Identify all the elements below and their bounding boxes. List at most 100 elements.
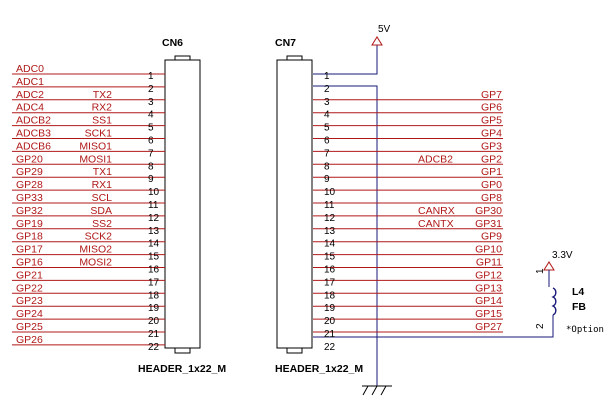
cn7-net-label: GP27 bbox=[475, 321, 502, 333]
cn6-pin-row: GP18 SCK2 14 bbox=[12, 231, 165, 250]
cn7-net-label: GP15 bbox=[475, 308, 502, 320]
cn7-pin-number: 12 bbox=[324, 213, 336, 224]
cn7-connector: CN7 HEADER_1x22_M bbox=[275, 37, 363, 375]
cn7-pin-number: 5 bbox=[324, 123, 330, 134]
cn6-pin-number: 2 bbox=[148, 84, 154, 95]
cn6-net-label: GP18 bbox=[16, 231, 43, 243]
cn7-ref: CN7 bbox=[275, 37, 296, 49]
cn7-top-tab bbox=[286, 55, 303, 61]
cn6-connector: CN6 HEADER_1x22_M bbox=[138, 37, 226, 375]
cn7-pin-row: 2 bbox=[324, 84, 330, 95]
cn7-pin-row: 1 bbox=[324, 71, 330, 82]
cn7-net-label: GP14 bbox=[475, 295, 502, 307]
cn6-net-label: ADC1 bbox=[16, 76, 44, 88]
cn6-pin-number: 10 bbox=[148, 187, 160, 198]
fb-ref: L4 bbox=[572, 286, 584, 298]
cn6-pin-number: 11 bbox=[148, 200, 159, 211]
cn6-net-label: ADCB2 bbox=[16, 115, 51, 127]
cn6-func-label: MISO2 bbox=[79, 244, 112, 256]
cn6-func-label: SCK2 bbox=[85, 231, 113, 243]
cn6-pin-number: 15 bbox=[148, 252, 160, 263]
cn6-pin-number: 9 bbox=[148, 174, 154, 185]
cn6-pin-row: ADC1 2 bbox=[12, 76, 165, 95]
ground bbox=[313, 85, 392, 396]
cn6-pin-number: 1 bbox=[148, 71, 154, 82]
cn7-net-label: GP6 bbox=[481, 102, 502, 114]
cn6-net-label: ADCB3 bbox=[16, 128, 51, 140]
ground-icon bbox=[362, 385, 392, 396]
cn7-pin-number: 10 bbox=[324, 187, 336, 198]
cn6-net-label: GP24 bbox=[16, 308, 43, 320]
cn6-pin-row: GP33 SCL 11 bbox=[12, 192, 165, 211]
cn7-pin-number: 20 bbox=[324, 316, 336, 327]
5v-wire bbox=[313, 44, 378, 75]
cn7-body bbox=[276, 59, 313, 349]
cn7-pin-row: GP15 20 bbox=[313, 308, 503, 327]
cn6-pin-number: 17 bbox=[148, 277, 160, 288]
cn6-body bbox=[164, 59, 201, 349]
cn6-top-tab bbox=[174, 55, 191, 61]
cn7-net-label: GP0 bbox=[481, 179, 502, 191]
cn7-pin-number: 9 bbox=[324, 174, 330, 185]
cn6-func-label: SCL bbox=[92, 192, 113, 204]
cn7-pin-row: GP0 10 bbox=[313, 179, 503, 198]
cn7-pin-row: GP12 17 bbox=[313, 269, 503, 288]
cn6-net-label: GP17 bbox=[16, 244, 43, 256]
cn7-net-label: GP12 bbox=[475, 269, 502, 281]
cn6-pin-number: 14 bbox=[148, 239, 160, 250]
cn6-bottom-tab bbox=[174, 347, 191, 354]
cn7-pin-number: 11 bbox=[324, 200, 335, 211]
cn7-net-label: GP11 bbox=[476, 257, 502, 269]
cn6-pin-number: 12 bbox=[148, 213, 160, 224]
cn6-net-label: ADC2 bbox=[16, 89, 44, 101]
cn6-func-label: MISO1 bbox=[79, 140, 112, 152]
cn7-pin-number: 7 bbox=[324, 148, 330, 159]
cn6-pin-number: 7 bbox=[148, 148, 154, 159]
cn6-pin-number: 18 bbox=[148, 290, 160, 301]
cn7-pin-number: 17 bbox=[324, 277, 336, 288]
cn6-pin-row: GP17 MISO2 15 bbox=[12, 244, 165, 263]
cn7-pin-number: 13 bbox=[324, 226, 336, 237]
cn7-pin-row: 22 bbox=[324, 342, 336, 353]
cn6-net-label: GP21 bbox=[16, 269, 43, 281]
power-5v: 5V bbox=[313, 24, 391, 75]
cn7-pin-number: 1 bbox=[324, 71, 330, 82]
cn7-net-label: GP4 bbox=[481, 128, 502, 140]
cn6-net-label: ADC4 bbox=[16, 102, 44, 114]
cn6-pin-number: 19 bbox=[148, 303, 160, 314]
fb-value: FB bbox=[572, 301, 586, 313]
cn7-pin-number: 14 bbox=[324, 239, 336, 250]
cn6-pin-number: 21 bbox=[148, 329, 160, 340]
cn7-net-label: GP2 bbox=[481, 153, 502, 165]
cn7-pin-number: 16 bbox=[324, 265, 336, 276]
cn7-net-label: GP1 bbox=[481, 166, 502, 178]
cn6-net-label: GP32 bbox=[16, 205, 43, 217]
cn7-pin-row: GP1 9 bbox=[313, 166, 503, 185]
cn6-func-label: TX2 bbox=[93, 89, 112, 101]
cn6-net-label: GP33 bbox=[16, 192, 43, 204]
cn6-ref: CN6 bbox=[162, 37, 183, 49]
cn6-pin-number: 3 bbox=[148, 97, 154, 108]
fb-pin2: 2 bbox=[535, 323, 546, 329]
cn7-net-label: GP31 bbox=[475, 218, 502, 230]
cn6-func-label: RX1 bbox=[92, 179, 113, 191]
cn7-alt-label: ADCB2 bbox=[418, 153, 453, 165]
